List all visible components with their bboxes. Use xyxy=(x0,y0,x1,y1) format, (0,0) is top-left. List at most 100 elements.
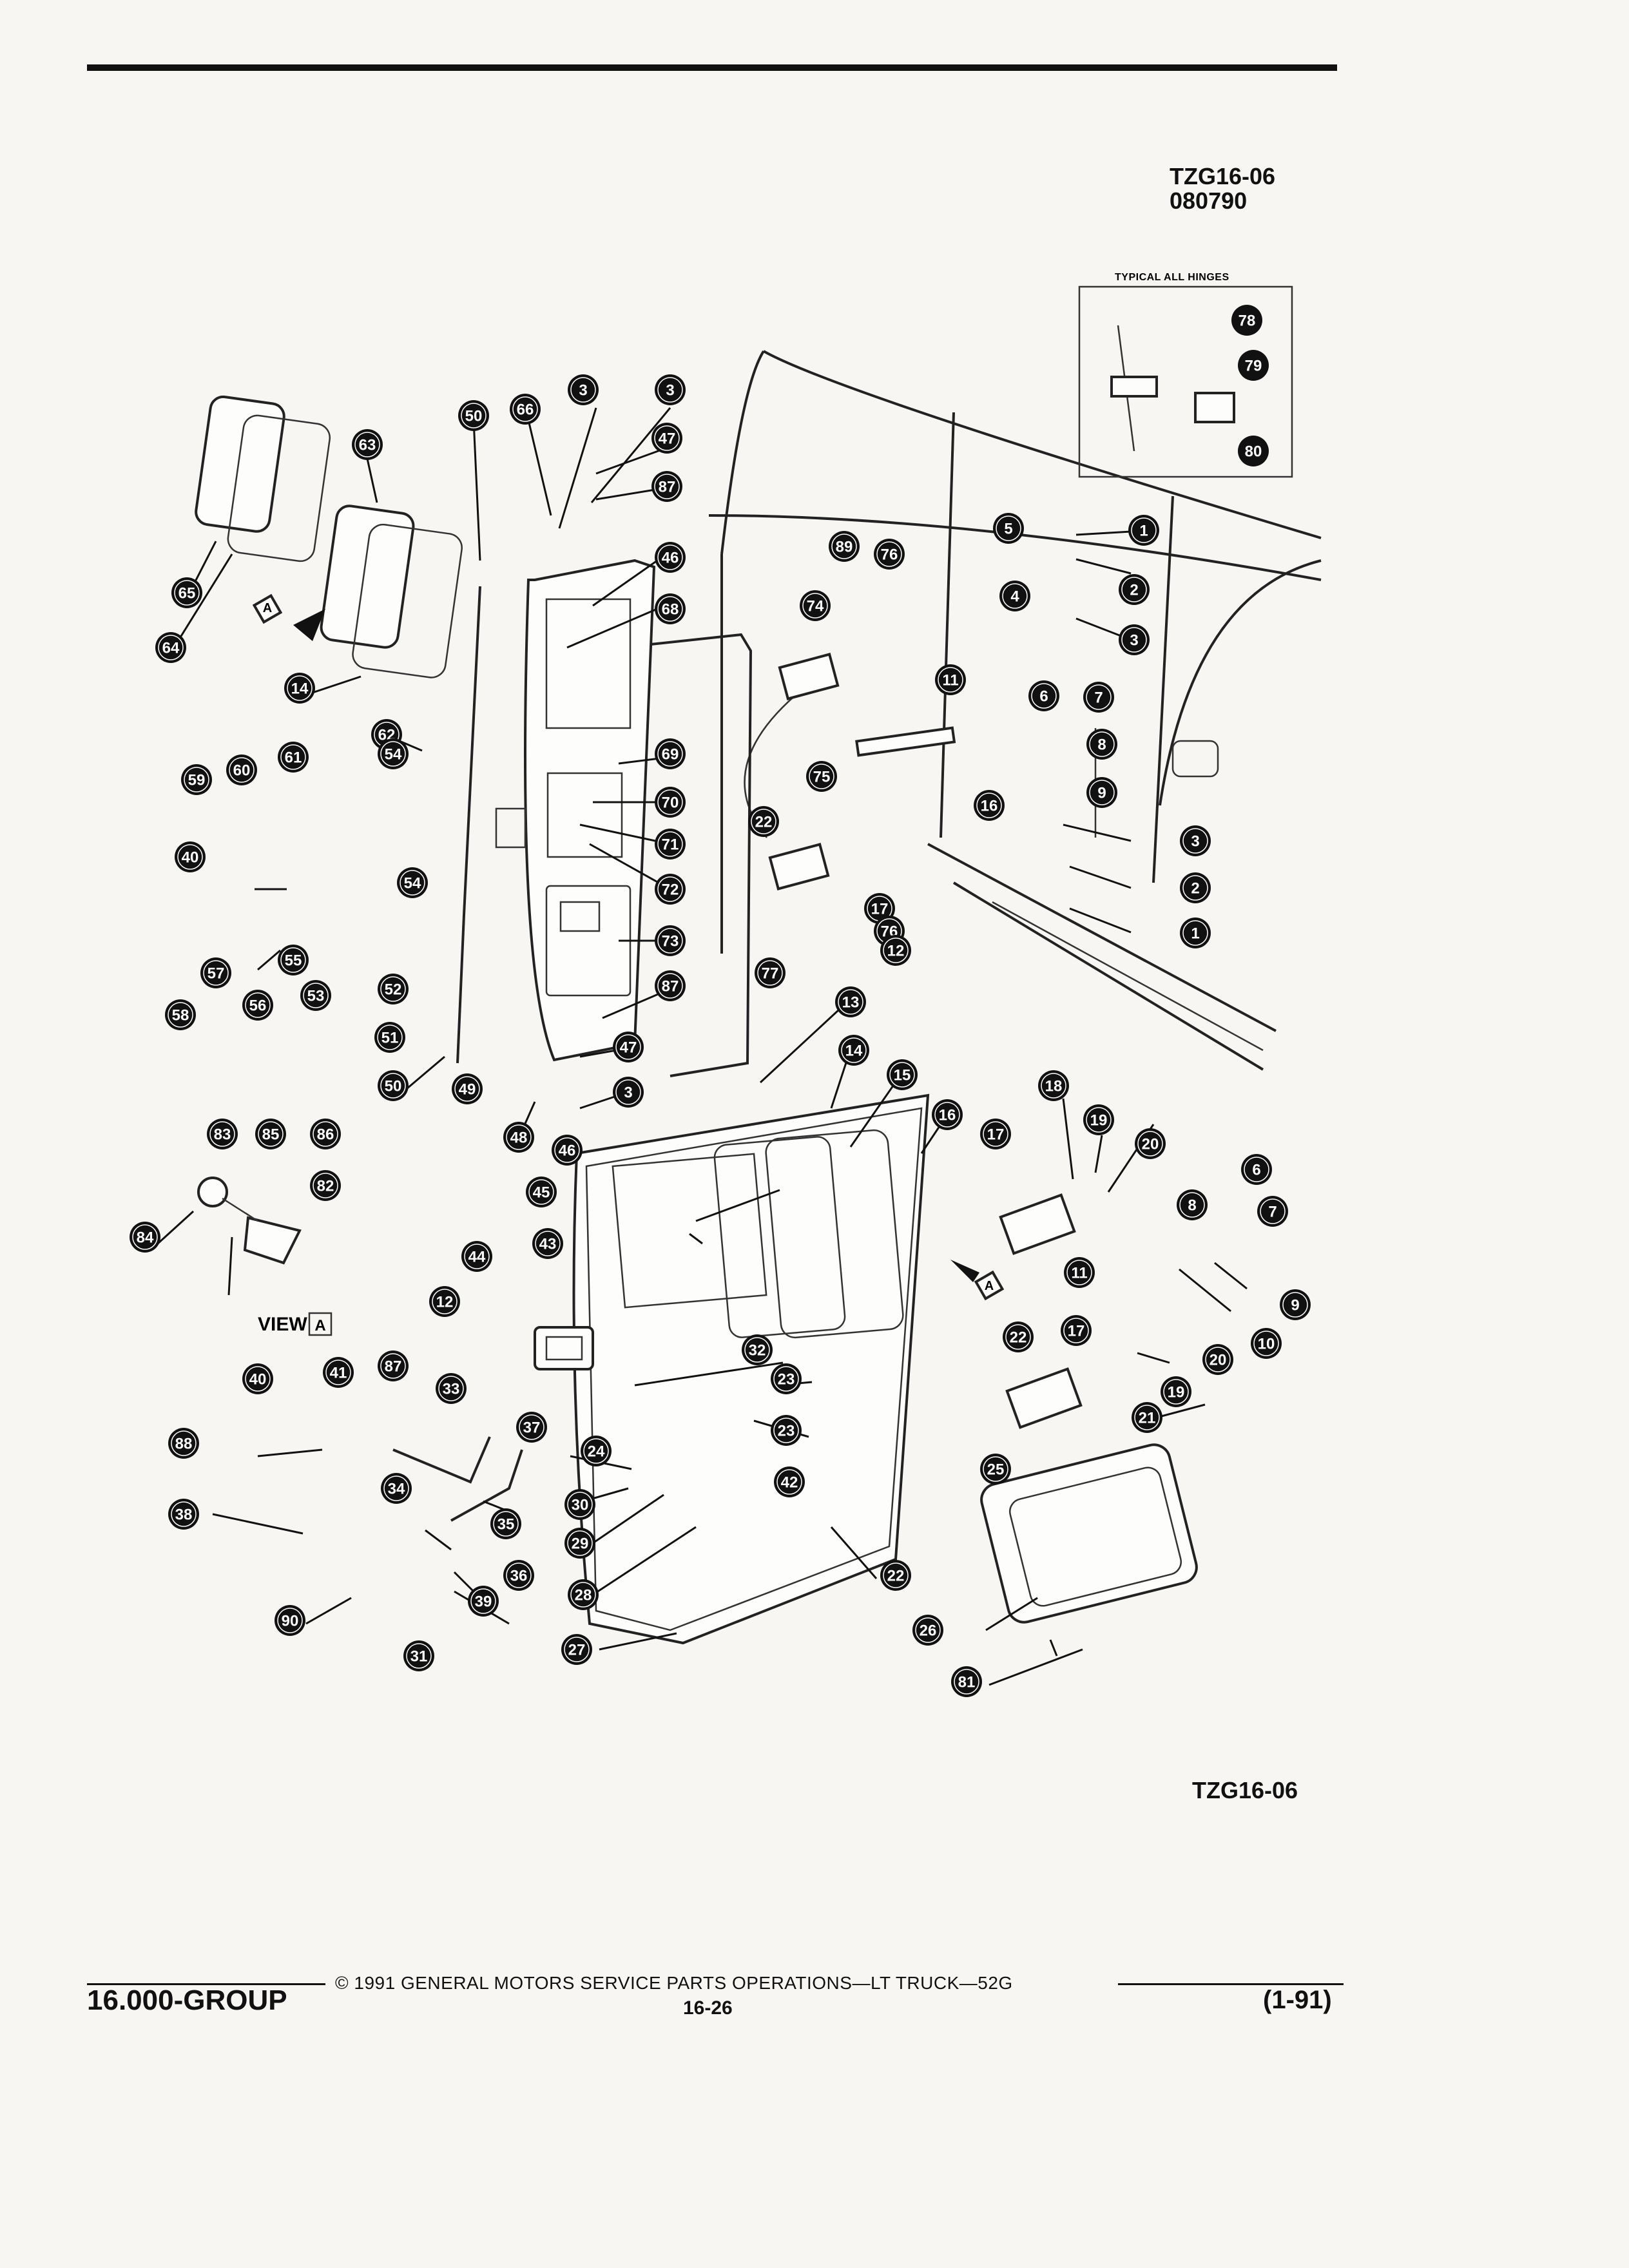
callout-ring xyxy=(1121,627,1147,653)
callout-ring xyxy=(1131,517,1157,543)
callout-65: 65 xyxy=(171,577,202,608)
callout-ring xyxy=(380,1353,406,1379)
hinge-inset: TYPICAL ALL HINGES xyxy=(1078,272,1293,478)
callout-ring xyxy=(883,937,909,963)
callout-ring xyxy=(1002,583,1028,609)
callout-number: 84 xyxy=(137,1229,154,1247)
callout-ring xyxy=(583,1438,609,1464)
callout-1: 1 xyxy=(1128,515,1159,546)
callout-ring xyxy=(615,1079,641,1105)
callout-40: 40 xyxy=(242,1363,273,1394)
callout-61: 61 xyxy=(278,742,309,773)
callout-number: 46 xyxy=(662,550,679,567)
callout-number: 41 xyxy=(330,1365,347,1382)
rear-windows-upper xyxy=(195,395,463,678)
callout-27: 27 xyxy=(561,1634,592,1665)
callout-3: 3 xyxy=(568,374,599,405)
callout-ring xyxy=(432,1289,458,1314)
callout-number: 28 xyxy=(575,1587,592,1604)
callout-60: 60 xyxy=(226,754,257,785)
figure-code-footer: TZG16-06 xyxy=(1192,1777,1298,1803)
callout-52: 52 xyxy=(378,974,409,1004)
callout-72: 72 xyxy=(655,874,686,905)
callout-ring xyxy=(512,396,538,422)
callout-number: 21 xyxy=(1139,1410,1156,1427)
callout-ring xyxy=(883,1562,909,1588)
callout-ring xyxy=(657,544,683,570)
callout-number: 25 xyxy=(987,1461,1005,1479)
callout-47: 47 xyxy=(651,423,682,454)
callout-ring xyxy=(657,876,683,902)
callout-ring xyxy=(454,1076,480,1102)
callout-89: 89 xyxy=(829,531,860,562)
callout-number: 82 xyxy=(317,1178,334,1195)
callout-ring xyxy=(287,675,313,701)
callout-15: 15 xyxy=(887,1059,918,1090)
callout-5: 5 xyxy=(993,513,1024,544)
callout-number: 35 xyxy=(497,1516,515,1533)
callout-3: 3 xyxy=(613,1077,644,1108)
callout-ring xyxy=(406,1643,432,1669)
callout-85: 85 xyxy=(255,1119,286,1149)
callout-number: 79 xyxy=(1245,358,1262,375)
callout-ring xyxy=(915,1617,941,1643)
callout-number: 76 xyxy=(881,546,898,564)
callout-number: 3 xyxy=(624,1084,632,1102)
callout-ring xyxy=(171,1430,197,1456)
callout-number: 85 xyxy=(262,1126,280,1144)
callout-number: 50 xyxy=(385,1078,402,1095)
callout-ring xyxy=(831,533,857,559)
view-a-detail: VIEW A xyxy=(197,1177,333,1336)
callout-number: 50 xyxy=(465,408,483,425)
callout-ring xyxy=(528,1179,554,1205)
callout-number: 77 xyxy=(762,965,779,983)
callout-number: 47 xyxy=(659,430,676,448)
figure-code-header: TZG16-06 080790 xyxy=(1170,164,1275,213)
callout-ring xyxy=(280,744,306,770)
callout-35: 35 xyxy=(490,1508,521,1539)
callout-number: 12 xyxy=(887,943,905,960)
callout-number: 87 xyxy=(385,1358,402,1376)
callout-number: 81 xyxy=(958,1674,976,1691)
door-weatherstrip xyxy=(650,633,753,1077)
callout-ring xyxy=(519,1414,545,1440)
callout-28: 28 xyxy=(568,1579,599,1610)
callout-number: 15 xyxy=(894,1067,911,1084)
callout-number: 74 xyxy=(807,598,824,615)
callout-number: 2 xyxy=(1191,880,1199,898)
callout-37: 37 xyxy=(516,1412,547,1443)
callout-ring xyxy=(171,1501,197,1527)
callout-73: 73 xyxy=(655,925,686,956)
callout-10: 10 xyxy=(1251,1328,1282,1359)
callout-number: 36 xyxy=(510,1568,528,1585)
callout-ring xyxy=(464,1244,490,1269)
callout-ring xyxy=(654,425,680,451)
callout-number: 78 xyxy=(1239,312,1256,330)
callout-11: 11 xyxy=(935,664,966,695)
callout-ring xyxy=(657,928,683,954)
revision-date: (1-91) xyxy=(1263,1986,1332,2014)
callout-number: 17 xyxy=(1068,1323,1085,1340)
top-rule xyxy=(87,64,1337,71)
callout-ring xyxy=(802,593,828,619)
callout-58: 58 xyxy=(165,999,196,1030)
callout-ring xyxy=(744,1337,770,1363)
callout-8: 8 xyxy=(1177,1189,1208,1220)
callout-number: 39 xyxy=(475,1593,492,1611)
callout-ring xyxy=(1182,828,1208,854)
footer-rule-right xyxy=(1118,1983,1344,1985)
callout-number: 12 xyxy=(436,1294,454,1311)
callout-number: 47 xyxy=(620,1039,637,1057)
callout-ring xyxy=(1031,683,1057,709)
callout-75: 75 xyxy=(806,761,837,792)
callout-number: 56 xyxy=(249,997,267,1015)
callout-87: 87 xyxy=(378,1350,409,1381)
callout-ring xyxy=(1253,1331,1279,1356)
callout-number: 16 xyxy=(981,798,998,815)
callout-12: 12 xyxy=(880,935,911,966)
callout-number: 43 xyxy=(539,1236,557,1253)
callout-51: 51 xyxy=(374,1022,405,1053)
callout-ring xyxy=(934,1102,960,1128)
callout-19: 19 xyxy=(1083,1104,1114,1135)
